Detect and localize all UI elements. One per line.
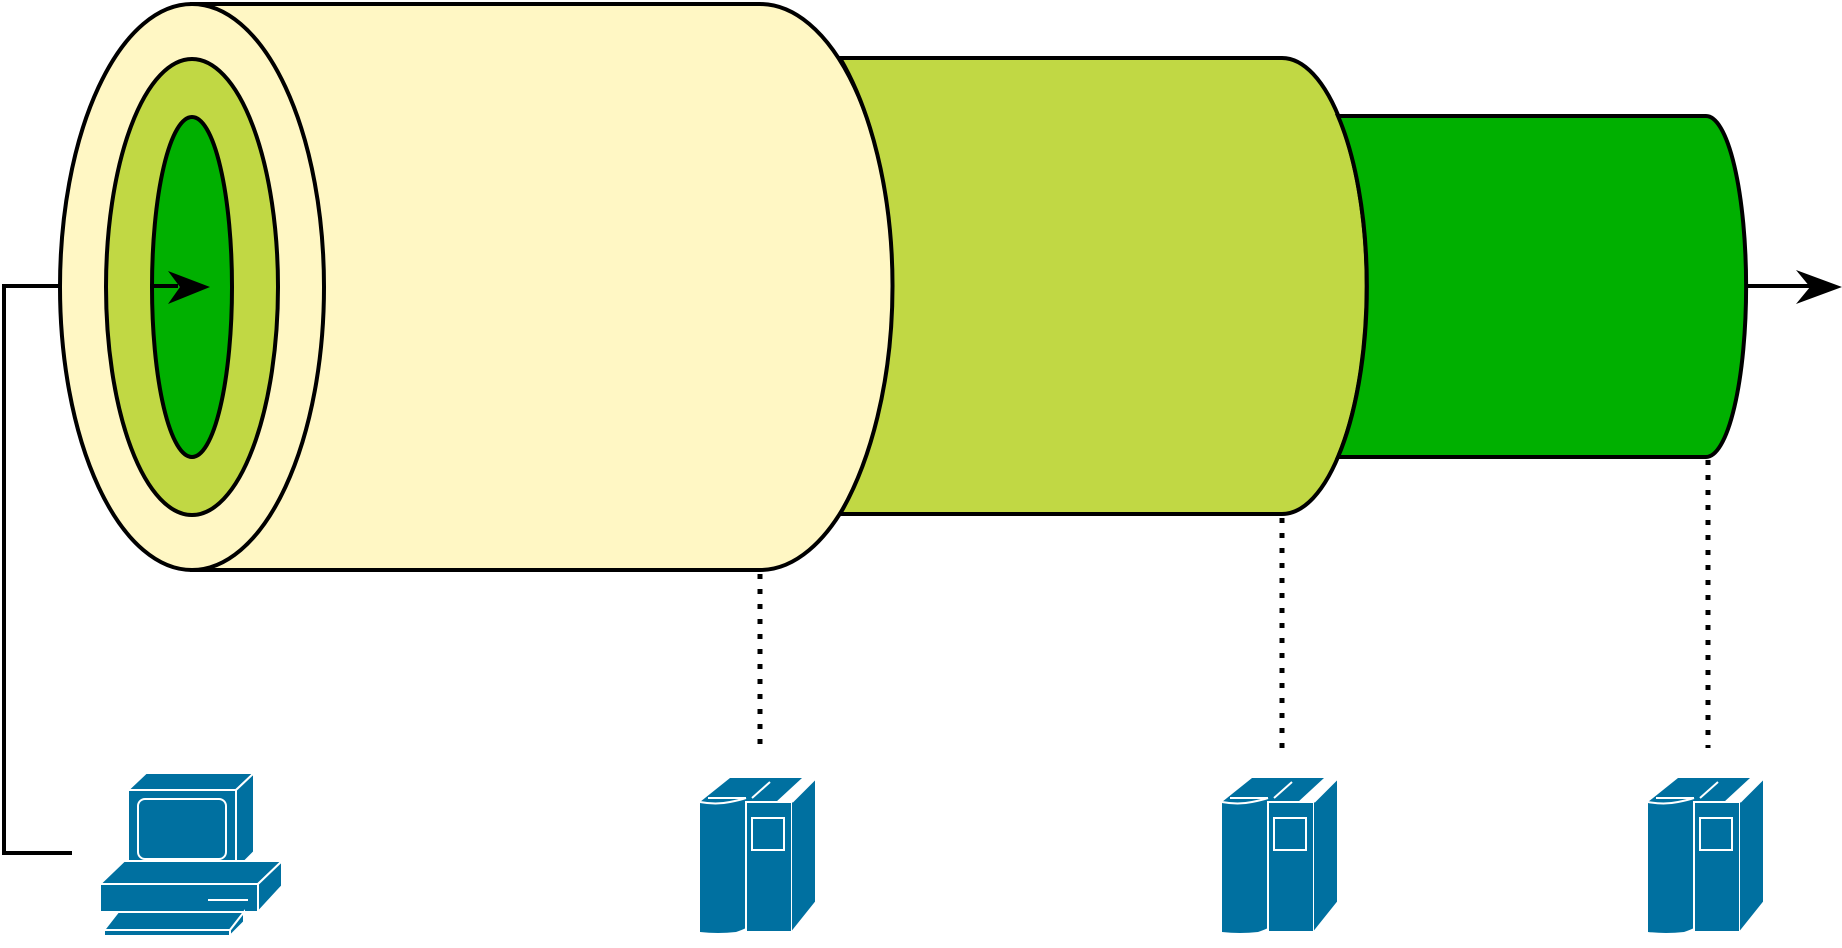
exit-arrow bbox=[1748, 270, 1842, 304]
middle-tunnel-layer bbox=[104, 56, 1369, 517]
arrow-head-icon bbox=[1796, 270, 1842, 304]
pc-workstation-icon bbox=[97, 770, 285, 939]
server-3-icon bbox=[1647, 777, 1765, 934]
drop-lines bbox=[757, 460, 1711, 748]
server-1-icon bbox=[699, 777, 817, 934]
entry-arrow bbox=[150, 271, 210, 304]
arrow-head-icon bbox=[168, 271, 210, 304]
server-2-icon bbox=[1221, 777, 1339, 934]
inner-tunnel-layer bbox=[150, 114, 1749, 459]
